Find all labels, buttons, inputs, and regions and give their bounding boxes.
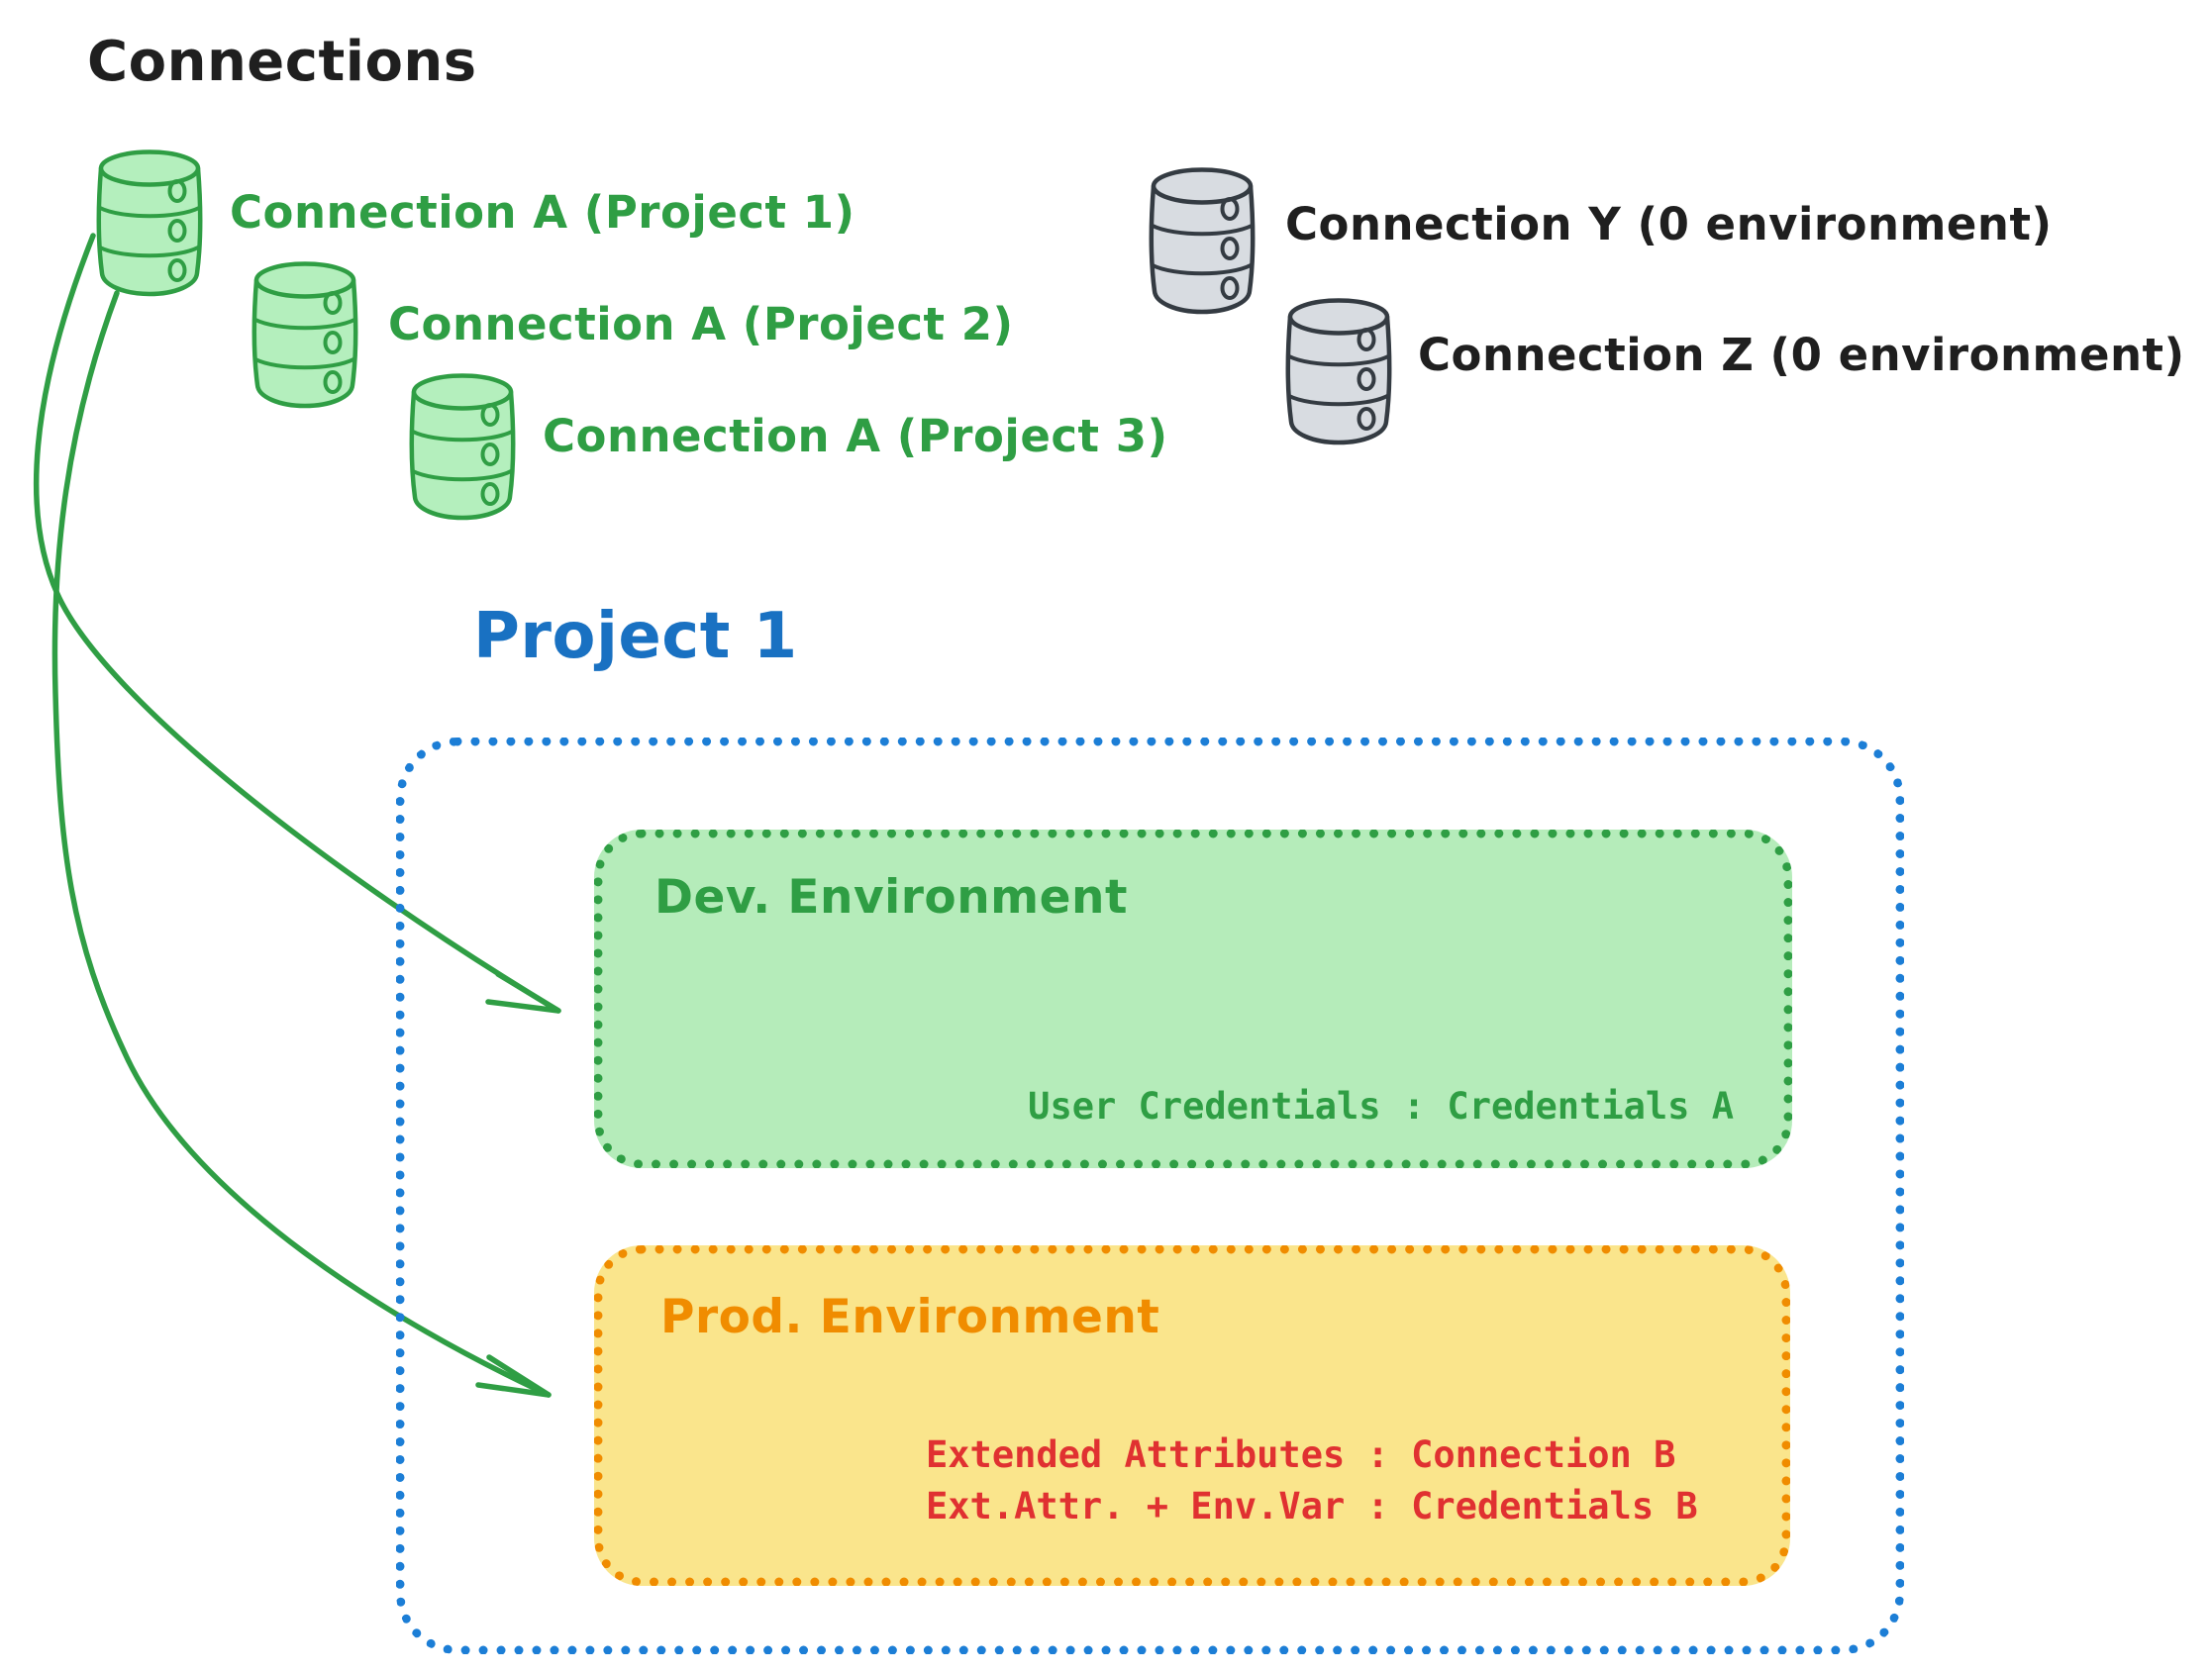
prod-mapping-line: Ext.Attr. + Env.Var : Credentials B xyxy=(926,1485,1698,1528)
connections-title: Connections xyxy=(87,30,477,94)
connection-label: Connection A (Project 3) xyxy=(543,410,1168,462)
connection-label: Connection Y (0 environment) xyxy=(1285,198,2053,250)
database-icon xyxy=(94,148,205,297)
connection-label: Connection Z (0 environment) xyxy=(1418,329,2185,381)
database-icon xyxy=(250,260,360,409)
prod-mappings-text: Extended Attributes : Connection B Ext.A… xyxy=(926,1429,1698,1533)
prod-environment-box: Prod. Environment Extended Attributes : … xyxy=(594,1245,1790,1586)
connection-label: Connection A (Project 1) xyxy=(230,186,855,239)
database-icon xyxy=(1147,166,1257,315)
dev-credentials-text: User Credentials : Credentials A xyxy=(1028,1085,1734,1128)
prod-mapping-line: Extended Attributes : Connection B xyxy=(926,1432,1676,1476)
prod-environment-title: Prod. Environment xyxy=(660,1290,1160,1344)
database-icon xyxy=(1283,297,1394,445)
dev-environment-title: Dev. Environment xyxy=(654,870,1128,925)
project-boundary xyxy=(396,738,1904,1654)
dev-environment-box: Dev. Environment User Credentials : Cred… xyxy=(594,830,1792,1168)
database-icon xyxy=(407,372,518,521)
connection-label: Connection A (Project 2) xyxy=(388,298,1014,350)
project-title: Project 1 xyxy=(473,600,798,673)
